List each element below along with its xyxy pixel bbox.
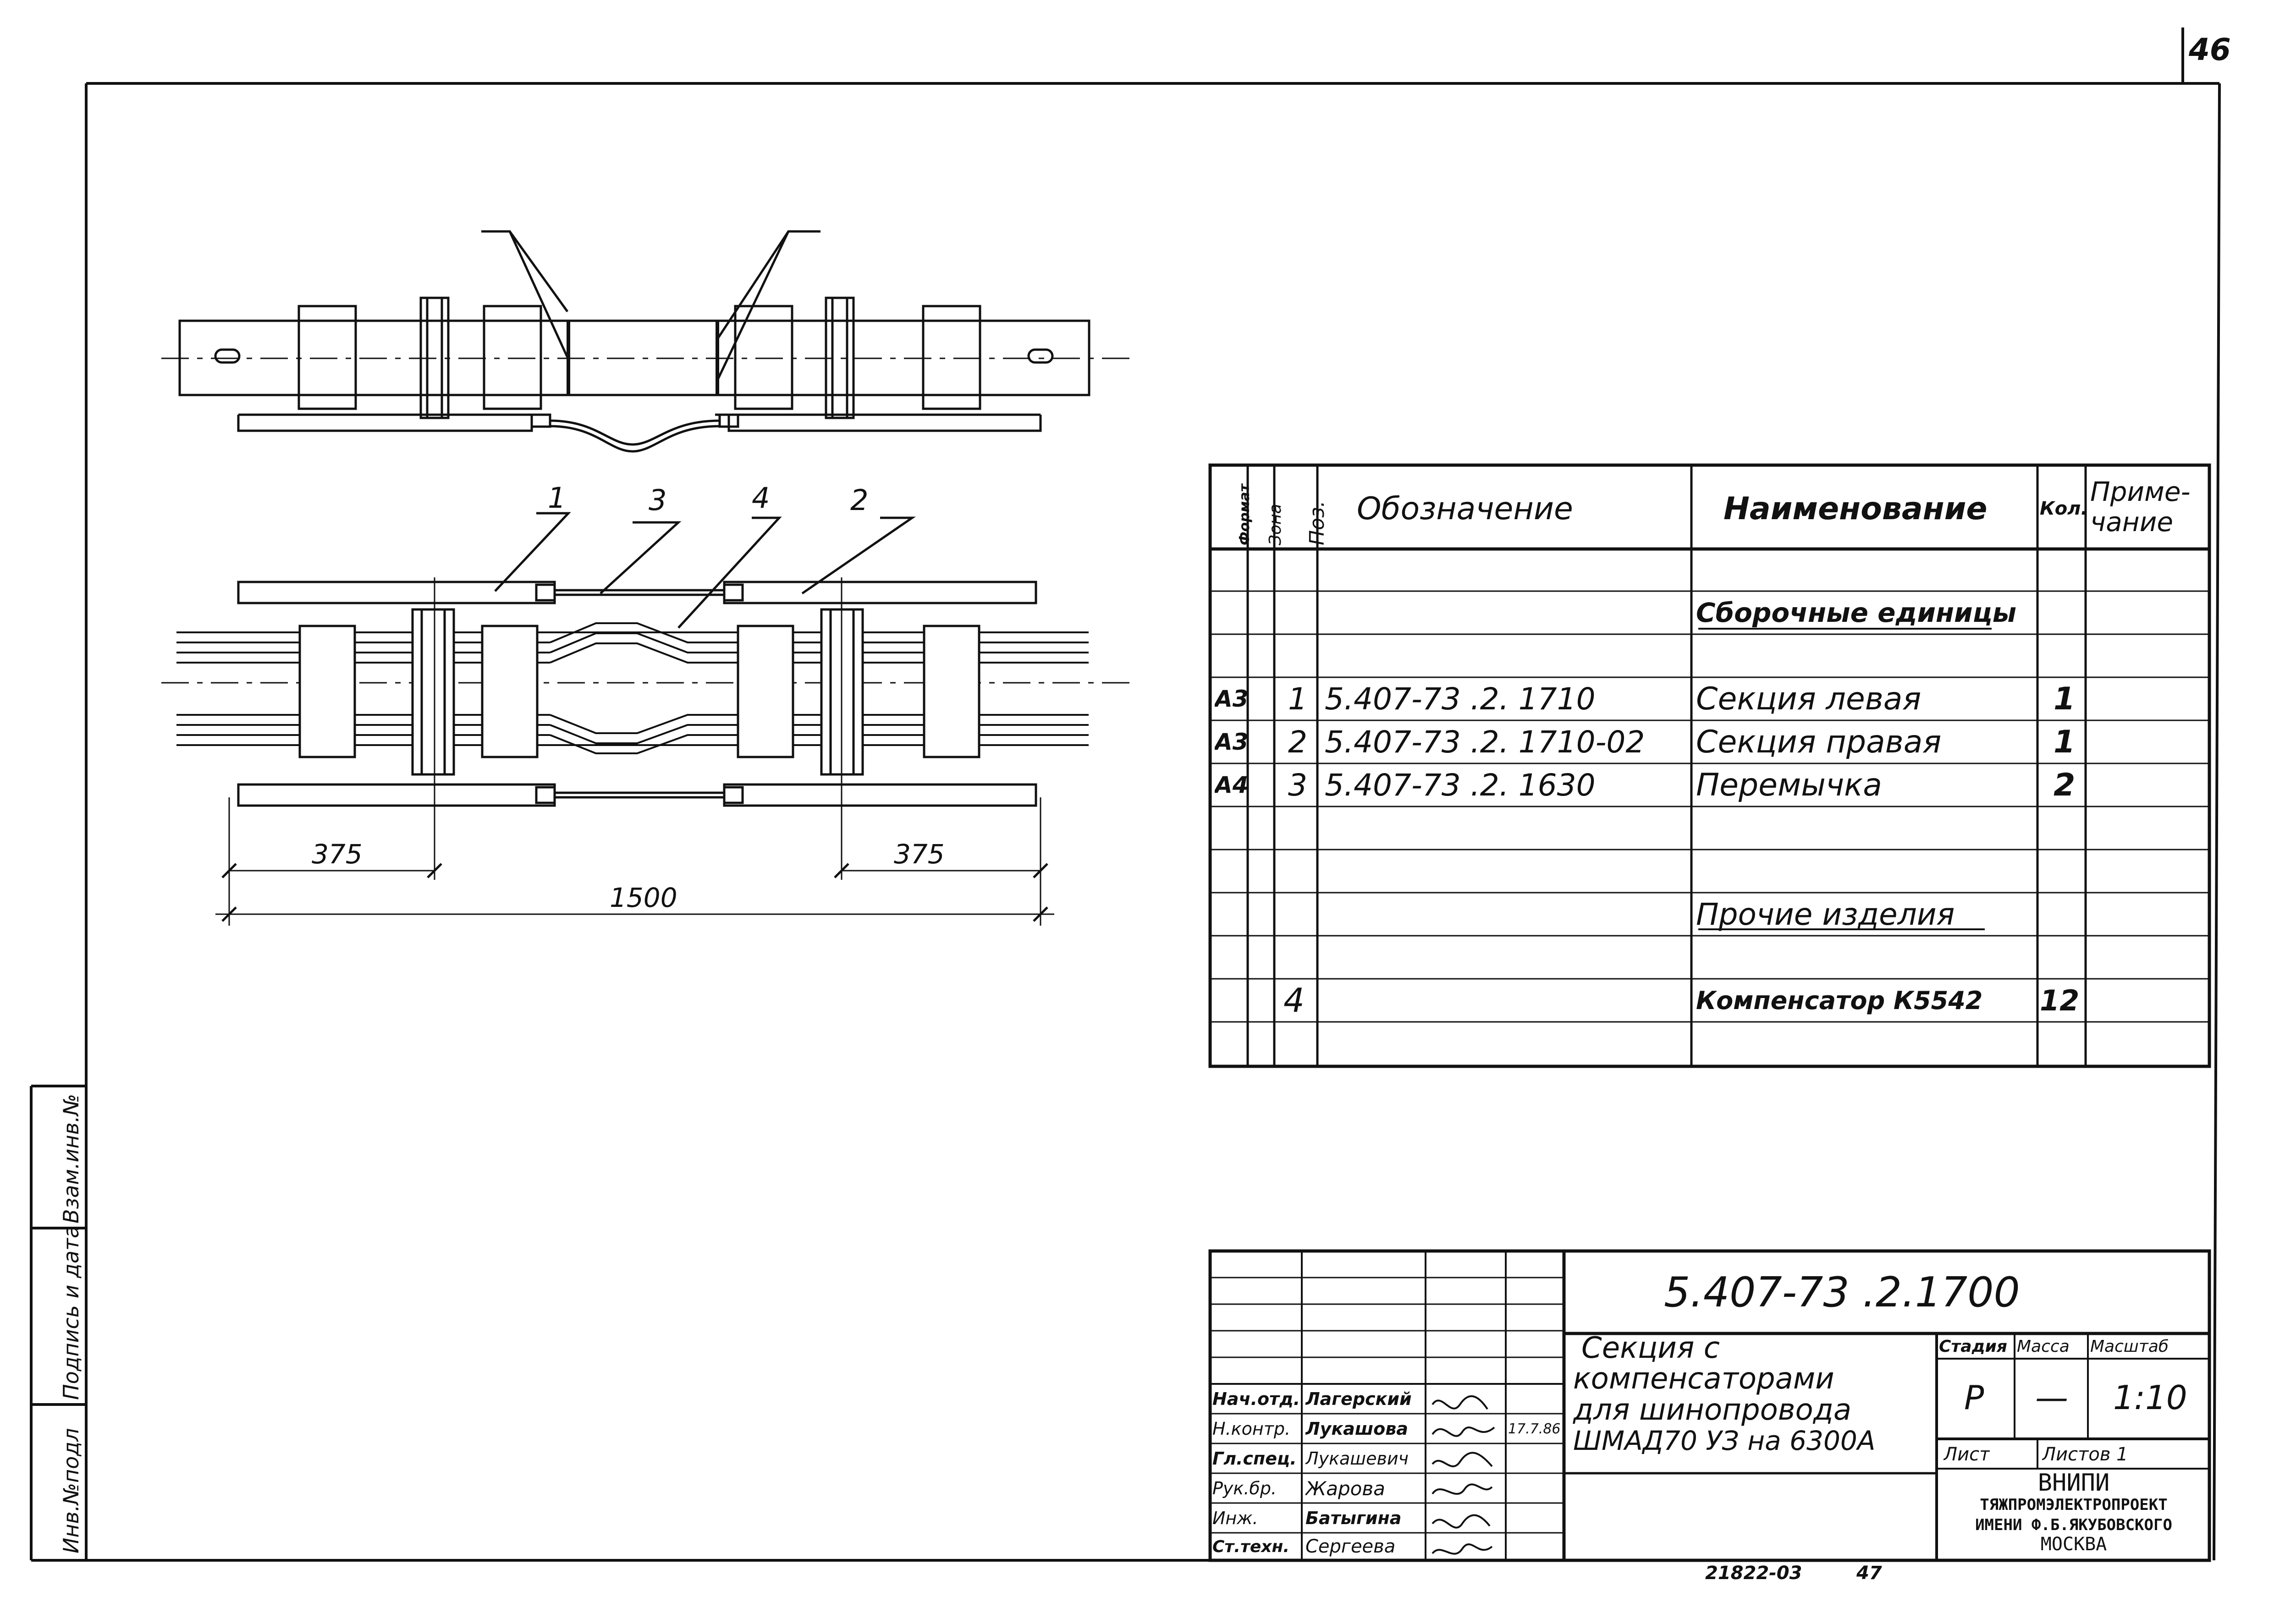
- bottom-page: 47: [1856, 1563, 1882, 1584]
- row-2-designation: 5.407-73 .2. 1710-02: [1325, 724, 1645, 760]
- row-1-format: А3: [1215, 686, 1249, 712]
- row-3-designation: 5.407-73 .2. 1630: [1325, 767, 1596, 803]
- title-line-1: Секция с: [1581, 1331, 1720, 1365]
- row-2-format: А3: [1215, 729, 1249, 755]
- role-5: Инж.: [1212, 1508, 1258, 1528]
- section-assemblies: Сборочные единицы: [1696, 597, 2017, 628]
- margin-label-inv-podl: Инв.№подл: [59, 1428, 83, 1553]
- scale-label: Масштаб: [2090, 1337, 2169, 1356]
- row-3-format: А4: [1215, 772, 1249, 798]
- header-designation: Обозначение: [1357, 490, 1573, 527]
- margin-label-signature-date: Подпись и дата: [59, 1225, 83, 1400]
- row-2-name: Секция правая: [1696, 724, 1942, 760]
- scale-value: 1:10: [2113, 1378, 2187, 1417]
- org-line-1: ВНИПИ: [2037, 1469, 2110, 1497]
- mass-label: Масса: [2017, 1337, 2070, 1356]
- other-row-name: Компенсатор К5542: [1696, 986, 1983, 1015]
- sheets-label: Листов 1: [2042, 1444, 2128, 1465]
- margin-label-vzam-inv: Взам.инв.№: [59, 1093, 83, 1223]
- row-3-name: Перемычка: [1696, 767, 1882, 803]
- org-line-4: МОСКВА: [2040, 1534, 2107, 1555]
- callout-4: 4: [752, 481, 770, 515]
- row-2-qty: 1: [2054, 724, 2076, 760]
- org-line-2: ТЯЖПРОМЭЛЕКТРОПРОЕКТ: [1980, 1496, 2168, 1514]
- other-row-qty: 12: [2040, 983, 2080, 1017]
- dimension-left: 375: [312, 839, 363, 870]
- section-other: Прочие изделия: [1696, 896, 1955, 932]
- row-3-qty: 2: [2054, 767, 2076, 803]
- signatures: [1432, 1395, 1495, 1555]
- row-3-pos: 3: [1288, 767, 1307, 803]
- role-3-name: Лукашевич: [1305, 1448, 1409, 1469]
- title-line-3: для шинопровода: [1573, 1393, 1852, 1427]
- org-line-3: ИМЕНИ Ф.Б.ЯКУБОВСКОГО: [1975, 1516, 2172, 1534]
- callout-2: 2: [850, 483, 869, 517]
- row-1-name: Секция левая: [1696, 680, 1922, 717]
- mass-value: —: [2035, 1378, 2068, 1417]
- header-format: Формат: [1237, 484, 1253, 545]
- role-3: Гл.спец.: [1212, 1448, 1297, 1469]
- row-1-qty: 1: [2054, 680, 2076, 717]
- callout-3: 3: [649, 483, 667, 517]
- title-line-2: компенсаторами: [1573, 1362, 1834, 1396]
- role-4-name: Жарова: [1305, 1477, 1385, 1500]
- sheet-label: Лист: [1944, 1444, 1990, 1465]
- role-6-name: Сергеева: [1305, 1536, 1396, 1557]
- header-pos: Поз.: [1305, 500, 1329, 545]
- header-qty: Кол.: [2040, 498, 2086, 519]
- role-2-name: Лукашова: [1305, 1419, 1408, 1439]
- row-1-designation: 5.407-73 .2. 1710: [1325, 681, 1596, 717]
- org-block: ВНИПИ ТЯЖПРОМЭЛЕКТРОПРОЕКТ ИМЕНИ Ф.Б.ЯКУ…: [1939, 1471, 2208, 1553]
- top-view: [161, 230, 1137, 453]
- document-code: 5.407-73 .2.1700: [1664, 1268, 2020, 1317]
- dimension-right: 375: [894, 839, 945, 870]
- bottom-code: 21822-03: [1705, 1563, 1802, 1584]
- row-2-pos: 2: [1288, 724, 1307, 760]
- role-5-name: Батыгина: [1305, 1508, 1402, 1528]
- header-name: Наименование: [1723, 490, 1988, 527]
- spec-table-grid: [1208, 463, 2211, 1068]
- role-4: Рук.бр.: [1212, 1478, 1277, 1498]
- plan-view: [161, 512, 1137, 926]
- role-1: Нач.отд.: [1212, 1389, 1300, 1409]
- role-2: Н.контр.: [1212, 1419, 1291, 1439]
- stage-value: Р: [1964, 1378, 1984, 1417]
- role-2-date: 17.7.86: [1508, 1421, 1561, 1437]
- row-1-pos: 1: [1288, 681, 1307, 717]
- header-note: Приме-чание: [2090, 476, 2191, 538]
- stage-label: Стадия: [1939, 1337, 2007, 1356]
- role-6: Ст.техн.: [1212, 1537, 1290, 1556]
- title-line-4: ШМАД70 УЗ на 6300А: [1573, 1425, 1876, 1456]
- header-zone: Зона: [1266, 504, 1285, 545]
- dimension-total: 1500: [610, 882, 677, 913]
- sheet-number: 46: [2189, 32, 2231, 67]
- title-block-grid: [1208, 1249, 2211, 1562]
- callout-1: 1: [548, 481, 566, 515]
- other-row-pos: 4: [1283, 981, 1305, 1020]
- role-1-name: Лагерский: [1305, 1389, 1412, 1409]
